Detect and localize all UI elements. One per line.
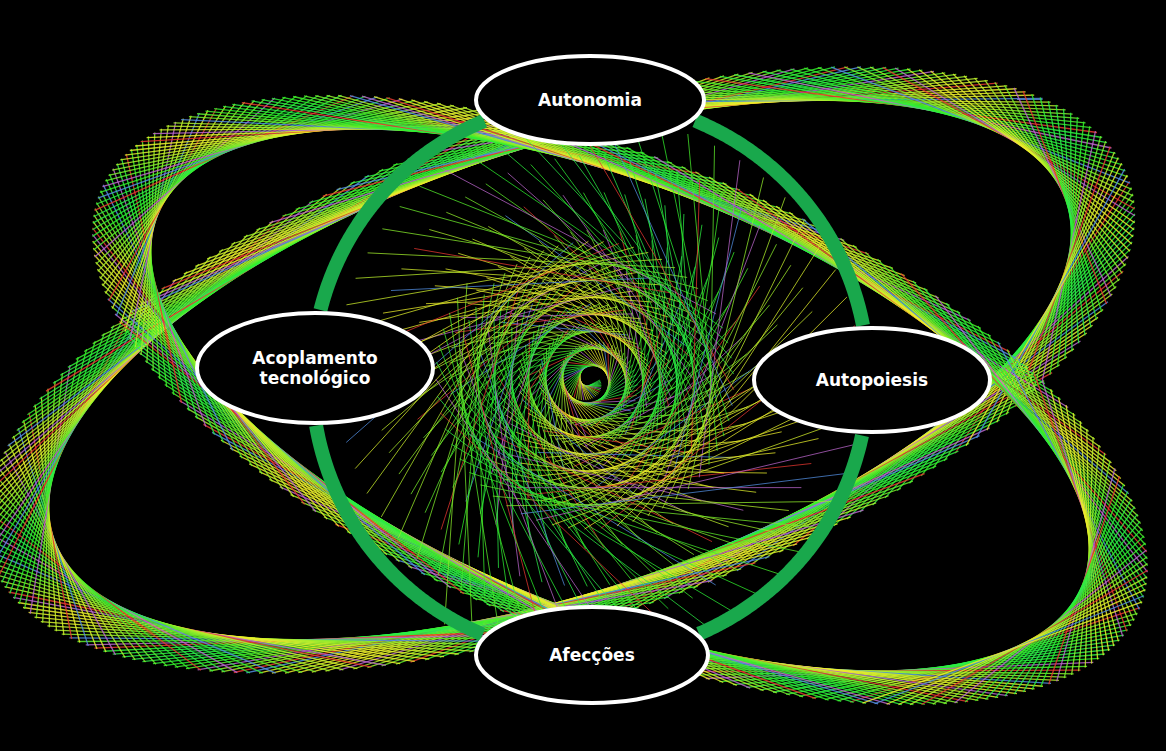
node-label: Afecções bbox=[549, 645, 635, 665]
thread bbox=[0, 310, 133, 577]
node-label: Autonomia bbox=[538, 90, 642, 110]
node-body: Autopoiesis bbox=[752, 326, 992, 434]
thread bbox=[451, 444, 738, 615]
thread bbox=[346, 252, 648, 304]
thread bbox=[460, 459, 763, 597]
thread bbox=[400, 207, 698, 289]
thread bbox=[464, 421, 693, 599]
thread bbox=[529, 464, 812, 495]
ellipse-shape bbox=[197, 313, 433, 423]
thread bbox=[445, 283, 467, 624]
ellipse-shape bbox=[476, 607, 708, 703]
thread bbox=[340, 247, 633, 332]
node-label: Acoplamento tecnológico bbox=[240, 348, 390, 389]
thread bbox=[688, 178, 763, 489]
ellipse-node: Acoplamento tecnológico bbox=[195, 311, 435, 425]
thread bbox=[480, 485, 804, 553]
thread bbox=[445, 429, 712, 631]
ring-arc bbox=[320, 121, 484, 310]
thread bbox=[371, 546, 854, 703]
thread bbox=[419, 186, 707, 301]
node-label: Autopoiesis bbox=[816, 370, 928, 390]
thread bbox=[493, 496, 822, 528]
ellipse-shape bbox=[754, 328, 990, 432]
thread bbox=[0, 474, 145, 662]
thread bbox=[368, 253, 676, 268]
node-body: Autonomia bbox=[474, 54, 706, 146]
thread bbox=[383, 272, 641, 313]
thread bbox=[463, 334, 536, 619]
thread bbox=[434, 579, 913, 704]
thread bbox=[459, 348, 563, 623]
thread bbox=[676, 197, 785, 499]
ellipse-node: Afecções bbox=[474, 605, 710, 705]
thread bbox=[542, 439, 819, 501]
string-band bbox=[0, 67, 1135, 673]
thread bbox=[0, 489, 167, 666]
thread bbox=[574, 118, 734, 389]
thread bbox=[469, 472, 785, 575]
string-band bbox=[92, 95, 1147, 704]
ellipse-node: Autopoiesis bbox=[752, 326, 992, 434]
thread bbox=[443, 329, 532, 657]
thread bbox=[0, 531, 237, 673]
spirograph bbox=[0, 67, 1148, 705]
thread bbox=[382, 229, 687, 278]
thread bbox=[966, 175, 1127, 445]
thread bbox=[688, 134, 717, 451]
thread bbox=[552, 415, 860, 525]
ellipse-node: Autonomia bbox=[474, 54, 706, 146]
thread bbox=[545, 122, 733, 374]
node-body: Afecções bbox=[474, 605, 710, 705]
thread bbox=[574, 389, 750, 466]
thread bbox=[518, 129, 732, 358]
thread bbox=[460, 592, 936, 704]
thread bbox=[862, 602, 1142, 703]
thread bbox=[536, 444, 855, 520]
thread bbox=[699, 160, 740, 477]
ring-arc bbox=[699, 435, 862, 633]
thread bbox=[456, 377, 616, 621]
node-body: Acoplamento tecnológico bbox=[195, 311, 435, 425]
ellipse-shape bbox=[476, 56, 704, 144]
thread bbox=[356, 259, 663, 278]
thread bbox=[521, 473, 848, 514]
thread bbox=[457, 363, 590, 624]
thread bbox=[465, 152, 723, 328]
thread bbox=[491, 140, 728, 343]
thread bbox=[441, 168, 716, 314]
ring-arc bbox=[695, 121, 863, 326]
thread bbox=[450, 313, 502, 649]
ring-arc bbox=[316, 426, 483, 635]
thread bbox=[447, 586, 925, 705]
thread bbox=[457, 298, 472, 639]
thread bbox=[555, 413, 822, 505]
